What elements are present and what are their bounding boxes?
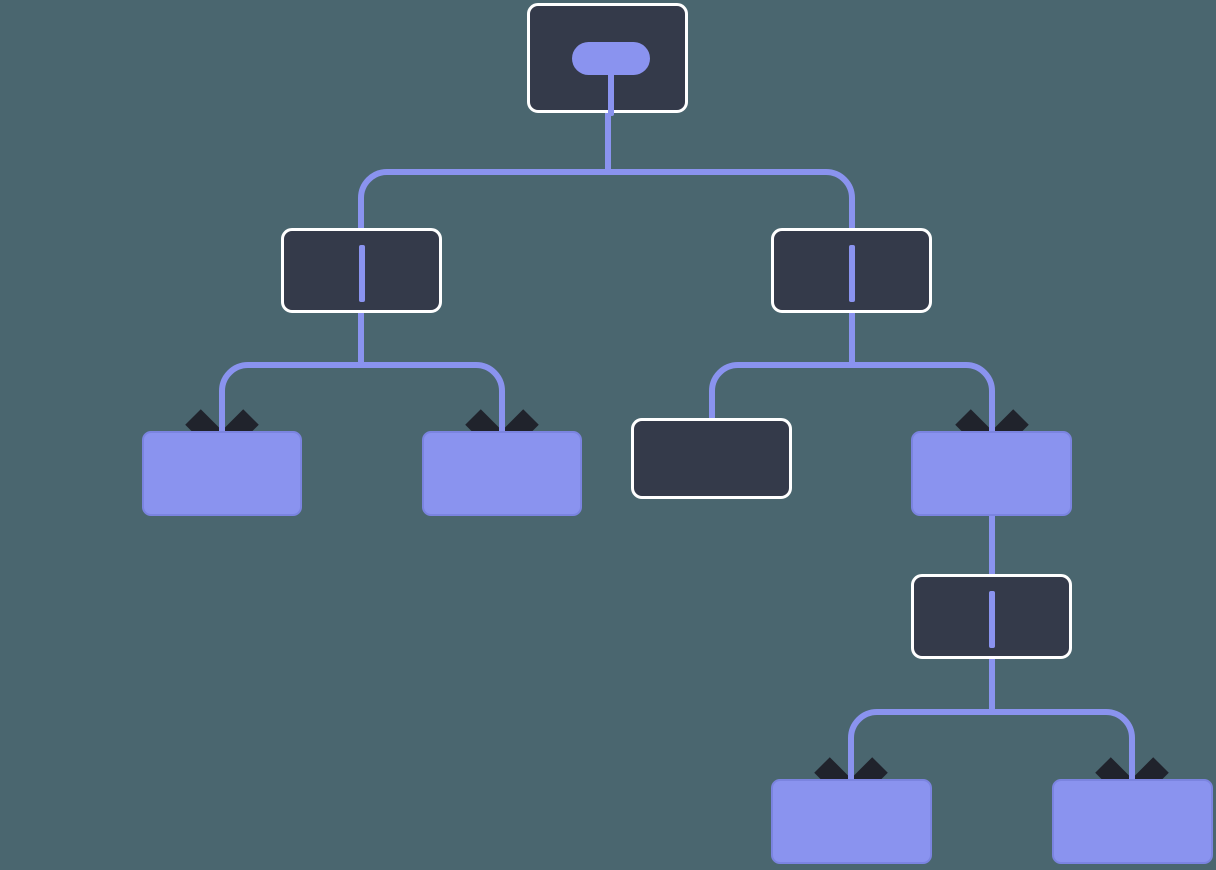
node-root-stem bbox=[608, 70, 614, 116]
node-l2-b[interactable] bbox=[422, 431, 582, 516]
node-l1-right[interactable] bbox=[771, 228, 932, 313]
node-l4-b[interactable] bbox=[1052, 779, 1213, 864]
node-l2-a[interactable] bbox=[142, 431, 302, 516]
node-l3[interactable] bbox=[911, 574, 1072, 659]
node-l3-bar bbox=[989, 591, 995, 648]
node-l1-right-bar bbox=[849, 245, 855, 302]
node-l4-a[interactable] bbox=[771, 779, 932, 864]
node-l1-left-bar bbox=[359, 245, 365, 302]
node-root-pill bbox=[572, 42, 650, 75]
node-l2-d[interactable] bbox=[911, 431, 1072, 516]
node-l1-left[interactable] bbox=[281, 228, 442, 313]
node-root[interactable] bbox=[527, 3, 688, 116]
edge-l1right-l2c bbox=[709, 362, 852, 418]
node-l2-c[interactable] bbox=[631, 418, 792, 499]
